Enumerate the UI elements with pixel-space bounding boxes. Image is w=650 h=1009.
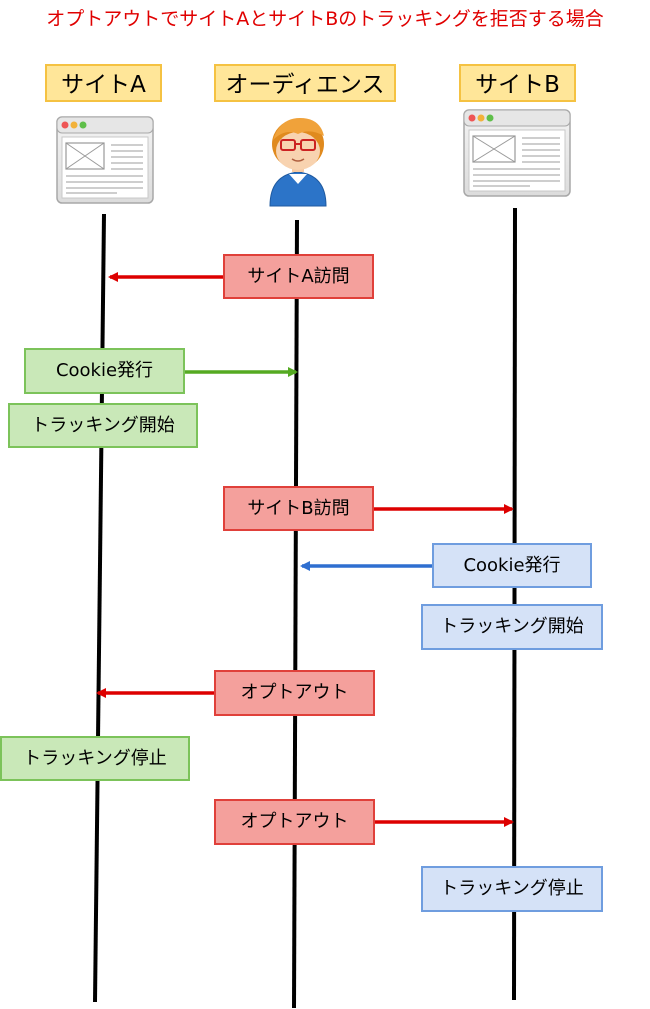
message-tracking-start-b: トラッキング開始 bbox=[421, 604, 603, 650]
message-visit-site-b: サイトB訪問 bbox=[223, 486, 374, 531]
person-icon bbox=[269, 118, 327, 207]
actor-site-b: サイトB bbox=[459, 64, 576, 102]
lifeline-audience bbox=[292, 219, 299, 1009]
diagram-title: オプトアウトでサイトAとサイトBのトラッキングを拒否する場合 bbox=[46, 8, 604, 30]
message-tracking-start-a: トラッキング開始 bbox=[8, 403, 198, 448]
message-tracking-stop-a: トラッキング停止 bbox=[0, 736, 190, 781]
lifeline-site-a bbox=[93, 213, 106, 1003]
actor-audience: オーディエンス bbox=[214, 64, 396, 102]
message-optout-b: オプトアウト bbox=[214, 799, 375, 845]
browser-window-icon bbox=[463, 109, 571, 197]
message-visit-site-a: サイトA訪問 bbox=[223, 254, 374, 299]
message-optout-a: オプトアウト bbox=[214, 670, 375, 716]
message-tracking-stop-b: トラッキング停止 bbox=[421, 866, 603, 912]
actor-site-a: サイトA bbox=[45, 64, 162, 102]
browser-window-icon bbox=[56, 116, 154, 204]
message-cookie-issue-b: Cookie発行 bbox=[432, 543, 592, 588]
message-cookie-issue-a: Cookie発行 bbox=[24, 348, 185, 394]
